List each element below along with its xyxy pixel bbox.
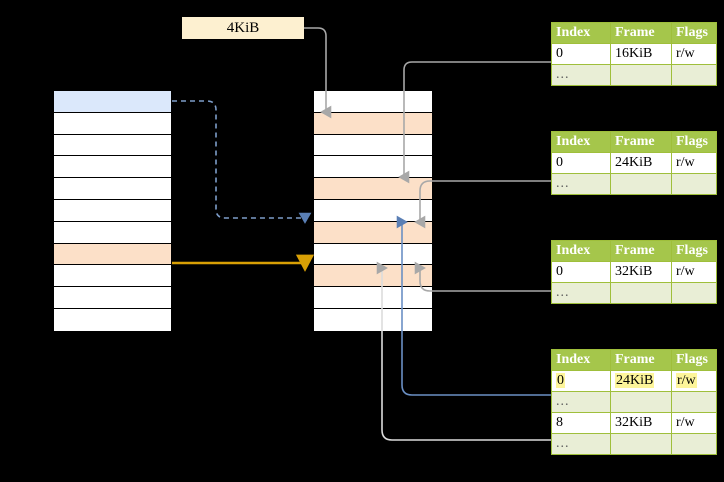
physical-memory-row-10 <box>314 308 432 331</box>
cell-flags <box>671 173 717 195</box>
virtual-address-space-row-7 <box>54 243 171 266</box>
column-header-frame: Frame <box>610 22 672 44</box>
physical-memory-row-7 <box>314 243 432 266</box>
physical-memory-row-6 <box>314 221 432 244</box>
virtual-address-space-row-0 <box>54 91 171 113</box>
highlighted-value: 24KiB <box>615 373 655 388</box>
virtual-address-space-row-2 <box>54 134 171 157</box>
cell-index: 0 <box>551 261 611 283</box>
cell-frame <box>610 282 672 304</box>
highlighted-value: 0 <box>556 373 565 388</box>
table-row: ... <box>551 433 717 455</box>
column-header-flags: Flags <box>671 349 717 371</box>
physical-memory-row-2 <box>314 134 432 157</box>
virtual-address-space-row-6 <box>54 221 171 244</box>
cell-index: 8 <box>551 412 611 434</box>
cell-index: 0 <box>551 152 611 174</box>
physical-memory-row-1 <box>314 112 432 135</box>
column-header-index: Index <box>551 131 611 153</box>
virtual-address-space-row-8 <box>54 265 171 288</box>
column-header-frame: Frame <box>610 240 672 262</box>
column-header-flags: Flags <box>671 240 717 262</box>
cell-flags: r/w <box>671 43 717 65</box>
physical-memory-row-5 <box>314 199 432 222</box>
cell-frame <box>610 64 672 86</box>
virtual-address-space-row-1 <box>54 112 171 135</box>
cell-flags <box>671 282 717 304</box>
wire-table2-to-frame <box>414 180 551 229</box>
page-size-label: 4KiB <box>182 17 304 39</box>
virtual-address-column <box>53 90 172 331</box>
cell-index: ... <box>551 433 611 455</box>
wire-virtual-blue-to-physical <box>172 100 312 224</box>
virtual-address-space-row-10 <box>54 308 171 331</box>
cell-frame <box>610 391 672 413</box>
column-header-flags: Flags <box>671 131 717 153</box>
cell-index: ... <box>551 173 611 195</box>
physical-memory-row-3 <box>314 156 432 179</box>
table-row: ... <box>551 64 717 86</box>
table-row: ... <box>551 173 717 195</box>
column-header-index: Index <box>551 240 611 262</box>
cell-frame <box>610 433 672 455</box>
table-row: ... <box>551 282 717 304</box>
cell-flags: r/w <box>671 412 717 434</box>
cell-flags <box>671 391 717 413</box>
physical-memory-row-9 <box>314 287 432 309</box>
cell-flags: r/w <box>671 152 717 174</box>
physical-memory-row-8 <box>314 265 432 288</box>
cell-flags: r/w <box>671 370 717 392</box>
table-row: 0 24KiB r/w <box>551 370 717 392</box>
cell-frame: 32KiB <box>610 261 672 283</box>
cell-index: ... <box>551 64 611 86</box>
cell-index: ... <box>551 391 611 413</box>
column-header-frame: Frame <box>610 349 672 371</box>
column-header-flags: Flags <box>671 22 717 44</box>
cell-flags <box>671 433 717 455</box>
virtual-address-space-row-3 <box>54 156 171 179</box>
column-header-index: Index <box>551 349 611 371</box>
virtual-address-space-row-5 <box>54 199 171 222</box>
cell-frame: 24KiB <box>610 152 672 174</box>
highlighted-value: r/w <box>676 373 697 388</box>
virtual-address-space-row-4 <box>54 178 171 200</box>
cell-frame: 32KiB <box>610 412 672 434</box>
cell-frame <box>610 173 672 195</box>
column-header-index: Index <box>551 22 611 44</box>
cell-index: 0 <box>551 43 611 65</box>
cell-flags: r/w <box>671 261 717 283</box>
cell-frame: 24KiB <box>610 370 672 392</box>
cell-flags <box>671 64 717 86</box>
physical-memory-row-4 <box>314 178 432 200</box>
column-header-frame: Frame <box>610 131 672 153</box>
cell-frame: 16KiB <box>610 43 672 65</box>
physical-memory-row-0 <box>314 91 432 113</box>
physical-memory-column <box>313 90 433 331</box>
virtual-address-space-row-9 <box>54 287 171 309</box>
cell-index: ... <box>551 282 611 304</box>
cell-index: 0 <box>551 370 611 392</box>
table-row: ... <box>551 391 717 413</box>
wire-table3-to-frame <box>414 261 551 292</box>
